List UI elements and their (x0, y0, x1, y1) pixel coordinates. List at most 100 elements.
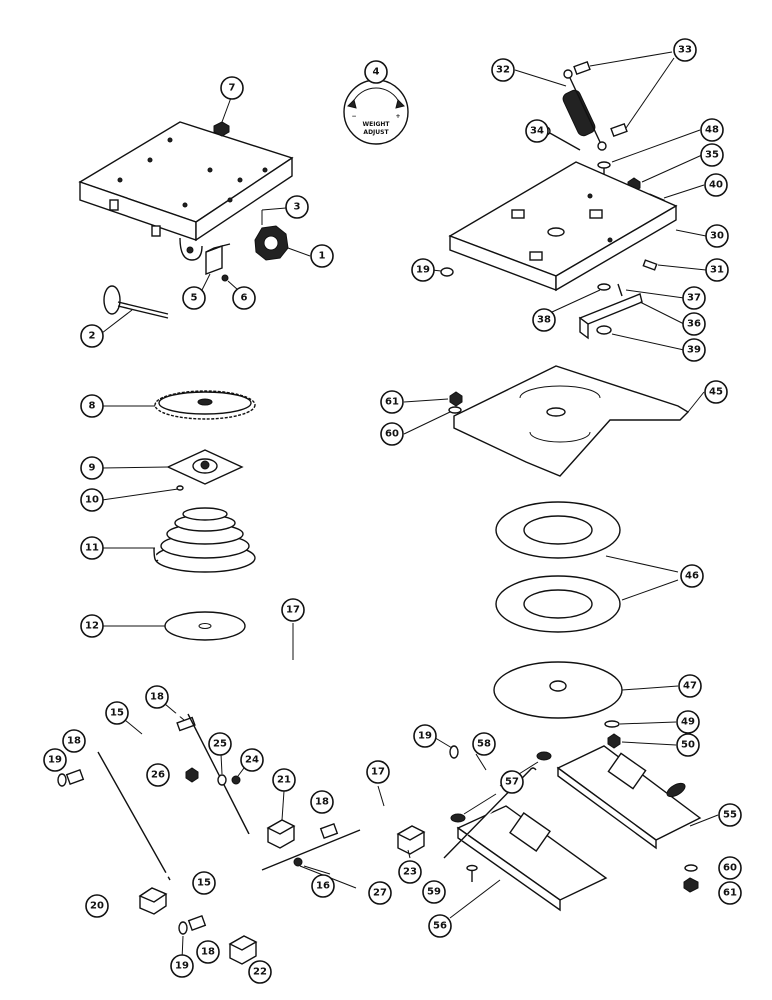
knob-1 (254, 225, 289, 261)
callout-circle (80, 488, 104, 512)
disc-47 (493, 661, 623, 719)
callout-number: 15 (197, 878, 211, 889)
callout-circle (718, 803, 742, 827)
callout-number: 47 (683, 681, 697, 692)
callout-circle (380, 422, 404, 446)
callout-c24: 24 (240, 748, 264, 772)
callout-c35: 35 (700, 143, 724, 167)
callout-circle (145, 685, 169, 709)
callout-c57: 57 (500, 770, 524, 794)
callout-c7: 7 (220, 76, 244, 100)
callout-number: 11 (85, 543, 99, 554)
callout-c16: 16 (311, 874, 335, 898)
callout-number: 10 (85, 495, 99, 506)
callout-c25: 25 (208, 732, 232, 756)
rail-55 (556, 745, 702, 850)
pin-10 (176, 485, 184, 491)
callout-c20: 20 (85, 894, 109, 918)
washer-49 (604, 720, 620, 728)
callout-circle (62, 729, 86, 753)
callout-circle (80, 456, 104, 480)
callout-number: 8 (89, 401, 96, 412)
callout-number: 5 (191, 293, 198, 304)
callout-circle (208, 732, 232, 756)
dial-adjust-label: ADJUST (363, 129, 389, 136)
callout-number: 19 (48, 755, 62, 766)
callout-number: 46 (685, 571, 699, 582)
callout-c23: 23 (398, 860, 422, 884)
pin-31 (642, 259, 658, 271)
callout-circle (105, 701, 129, 725)
callout-number: 25 (213, 739, 227, 750)
callout-number: 12 (85, 621, 99, 632)
callout-circle (80, 614, 104, 638)
callout-c36: 36 (682, 312, 706, 336)
callout-number: 31 (710, 265, 724, 276)
callout-number: 45 (709, 387, 723, 398)
callout-circle (220, 76, 244, 100)
lower-seat-frame-30 (448, 161, 678, 292)
callout-number: 61 (385, 397, 399, 408)
callout-c45: 45 (704, 380, 728, 404)
callout-circle (682, 312, 706, 336)
callout-c18b: 18 (62, 729, 86, 753)
callout-c22: 22 (248, 960, 272, 984)
callout-circle (368, 881, 392, 905)
washer-38 (597, 283, 611, 291)
callout-circle (411, 258, 435, 282)
callout-number: 59 (427, 887, 441, 898)
callout-c56: 56 (428, 914, 452, 938)
callout-c15b: 15 (192, 871, 216, 895)
callout-circle (366, 760, 390, 784)
nut-26 (185, 767, 199, 783)
callout-circle (80, 536, 104, 560)
callout-c21: 21 (272, 768, 296, 792)
callout-number: 50 (681, 740, 695, 751)
adjust-shaft-2 (103, 285, 169, 319)
callout-circle (182, 286, 206, 310)
callout-number: 20 (90, 901, 104, 912)
bushing-33 (573, 60, 628, 138)
callout-circle (380, 390, 404, 414)
callout-circle (398, 860, 422, 884)
callout-c12: 12 (80, 614, 104, 638)
callout-number: 22 (253, 967, 267, 978)
callout-number: 33 (678, 45, 692, 56)
callout-c11: 11 (80, 536, 104, 560)
callout-c18a: 18 (145, 685, 169, 709)
callout-number: 19 (416, 265, 430, 276)
callout-number: 18 (150, 692, 164, 703)
callout-number: 18 (201, 947, 215, 958)
callout-c2: 2 (80, 324, 104, 348)
washer-19-left (57, 773, 67, 787)
callout-number: 21 (277, 775, 291, 786)
callout-c30: 30 (705, 224, 729, 248)
sprocket-8 (154, 390, 256, 420)
callout-circle (422, 880, 446, 904)
callout-c19c: 19 (413, 724, 437, 748)
disc-12 (164, 611, 246, 641)
callout-circle (678, 674, 702, 698)
callout-c26: 26 (146, 763, 170, 787)
callout-number: 7 (229, 83, 236, 94)
callout-number: 18 (67, 736, 81, 747)
spring-37 (617, 283, 623, 297)
callout-c55: 55 (718, 803, 742, 827)
callout-number: 17 (286, 605, 300, 616)
callout-c10: 10 (80, 488, 104, 512)
callout-c19b: 19 (43, 748, 67, 772)
callout-c31: 31 (705, 258, 729, 282)
callout-number: 39 (687, 345, 701, 356)
screw-6 (221, 274, 229, 282)
lever-frame-15 (89, 707, 253, 881)
callout-number: 19 (175, 961, 189, 972)
callout-circle (43, 748, 67, 772)
callout-number: 30 (710, 231, 724, 242)
callout-c60a: 60 (380, 422, 404, 446)
washer-60-upper (448, 406, 462, 414)
callout-c46: 46 (680, 564, 704, 588)
callout-circle (676, 733, 700, 757)
callout-circle (705, 224, 729, 248)
callout-number: 34 (530, 126, 544, 137)
